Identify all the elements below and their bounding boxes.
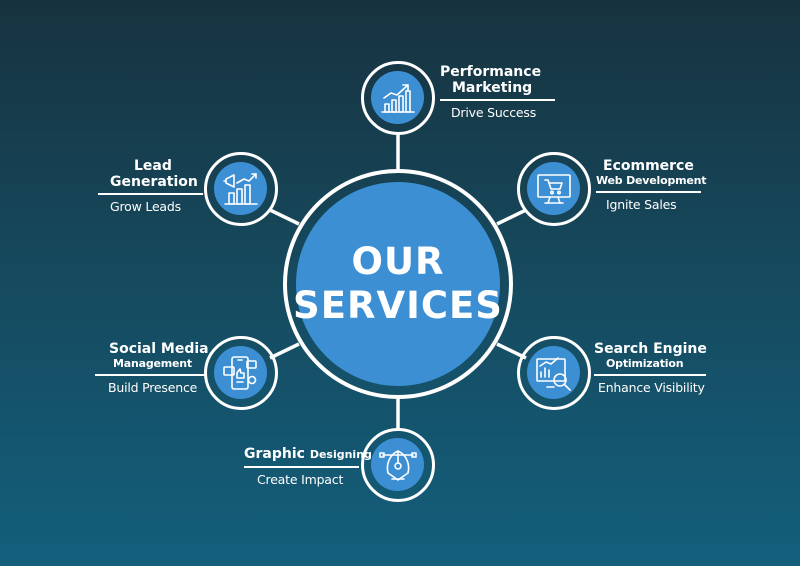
hub-title-line1: OUR <box>351 240 445 283</box>
node-performance-marketing-fill <box>371 71 424 124</box>
label-graphic-designing: Graphic Designing Create Impact <box>244 446 372 487</box>
node-seo-fill <box>527 346 580 399</box>
graphic-tagline: Create Impact <box>257 472 344 487</box>
ecommerce-title-line1: Ecommerce <box>603 158 694 174</box>
social-title-line1: Social Media <box>109 341 209 357</box>
lead-title-line2: Generation <box>110 174 198 190</box>
label-search-engine-optimization: Search Engine Optimization Enhance Visib… <box>594 341 707 395</box>
label-ecommerce: Ecommerce Web Development Ignite Sales <box>596 158 711 212</box>
node-social-media-management <box>204 336 278 410</box>
node-graphic-designing <box>361 428 435 502</box>
node-graphic-fill <box>371 438 424 491</box>
growth-chart-icon <box>380 83 415 113</box>
ecommerce-divider <box>596 191 701 193</box>
performance-divider <box>440 99 555 101</box>
performance-tagline: Drive Success <box>451 105 537 120</box>
lead-divider <box>98 193 203 195</box>
megaphone-chart-icon <box>222 172 258 205</box>
seo-divider <box>594 374 706 376</box>
node-lead-generation <box>204 152 278 226</box>
label-lead-generation: Lead Generation Grow Leads <box>98 158 203 214</box>
connector-social <box>269 342 300 360</box>
graphic-divider <box>244 466 359 468</box>
node-ecommerce <box>517 152 591 226</box>
performance-title-line1: Performance <box>440 64 542 80</box>
lead-title-line1: Lead <box>134 158 172 174</box>
graphic-title: Graphic Designing <box>244 446 372 463</box>
seo-tagline: Enhance Visibility <box>598 380 705 395</box>
connector-lead <box>269 208 300 226</box>
performance-title-line2: Marketing <box>452 80 533 96</box>
label-social-media-management: Social Media Management Build Presence <box>95 341 209 395</box>
shopping-cart-monitor-icon <box>536 173 571 204</box>
hub-circle: OUR SERVICES <box>293 182 503 386</box>
pen-tool-icon <box>378 449 417 481</box>
hub-title-line2: SERVICES <box>293 284 503 327</box>
label-performance-marketing: Performance Marketing Drive Success <box>440 64 555 120</box>
ecommerce-tagline: Ignite Sales <box>606 197 677 212</box>
hub-ring <box>283 169 513 399</box>
node-lead-fill <box>214 162 267 215</box>
social-title-line2: Management <box>113 357 192 370</box>
node-search-engine-optimization <box>517 336 591 410</box>
seo-title-line1: Search Engine <box>594 341 707 357</box>
social-tagline: Build Presence <box>108 380 198 395</box>
node-performance-marketing <box>361 61 435 135</box>
graphic-title-line2: Designing <box>309 448 372 461</box>
search-analytics-icon <box>535 356 571 391</box>
connector-ecommerce <box>496 208 527 226</box>
social-phone-icon <box>222 355 257 390</box>
ecommerce-title-line2: Web Development <box>596 174 707 187</box>
lead-tagline: Grow Leads <box>110 199 181 214</box>
graphic-title-line1: Graphic <box>244 446 305 462</box>
node-ecommerce-fill <box>527 162 580 215</box>
social-divider <box>95 374 207 376</box>
seo-title-line2: Optimization <box>606 357 684 370</box>
node-social-fill <box>214 346 267 399</box>
